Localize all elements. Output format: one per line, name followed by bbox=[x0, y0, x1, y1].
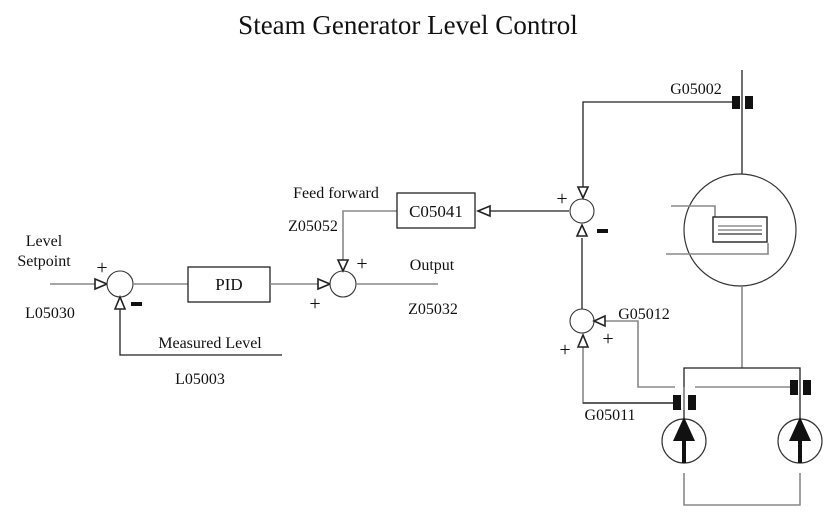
feed-flow-tag-2: G05012 bbox=[618, 306, 670, 323]
sg-inlet-line bbox=[671, 205, 716, 218]
output-tag: Z05032 bbox=[408, 301, 458, 318]
sum-junction-2 bbox=[329, 270, 357, 298]
sum-junction-4 bbox=[569, 308, 595, 334]
steam-flowmeter-icon-b bbox=[745, 96, 753, 109]
pump-suction-loop bbox=[683, 473, 801, 506]
steam-flow-line bbox=[582, 101, 733, 187]
steam-arrow-icon bbox=[576, 186, 590, 200]
level-setpoint-label-1: Level bbox=[26, 233, 63, 250]
feed2-flowmeter-icon bbox=[790, 380, 798, 395]
level-setpoint-label-2: Setpoint bbox=[17, 253, 71, 270]
pump-1-arrow-icon bbox=[673, 417, 695, 441]
feed1-arrow-icon bbox=[576, 332, 590, 348]
ff-arrow-icon bbox=[336, 259, 350, 273]
feed-forward-line bbox=[342, 210, 397, 260]
feed2-flowmeter-icon-b bbox=[803, 380, 811, 395]
sum3-plus-sign: + bbox=[556, 188, 567, 210]
sum2-plus-pid-sign: + bbox=[309, 293, 320, 315]
sum3-minus-sign bbox=[597, 229, 608, 233]
feed-flow-tag-1: G05011 bbox=[585, 407, 636, 424]
output-label: Output bbox=[410, 257, 455, 274]
sum1-plus-sign: + bbox=[96, 257, 107, 279]
ff-block bbox=[396, 192, 476, 229]
pid-block bbox=[187, 266, 271, 303]
feed1-flowmeter-icon bbox=[673, 395, 681, 410]
sum2-plus-ff-sign: + bbox=[356, 253, 367, 275]
setpoint-tag: L05030 bbox=[25, 305, 75, 322]
feed-total-arrow-icon bbox=[575, 223, 589, 237]
ff-input-arrow-icon bbox=[475, 204, 491, 218]
feed2-arrow-icon bbox=[592, 314, 606, 328]
pump-2-arrow-icon bbox=[789, 417, 811, 441]
sum4-plus-feed1-sign: + bbox=[559, 339, 570, 361]
feed-forward-label: Feed forward bbox=[293, 185, 379, 202]
sum4-plus-feed2-sign: + bbox=[602, 328, 613, 350]
measured-tag: L05003 bbox=[175, 371, 225, 388]
measured-level-label: Measured Level bbox=[158, 335, 262, 352]
sum1-minus-sign bbox=[131, 302, 142, 306]
sum-junction-1 bbox=[106, 270, 134, 298]
feed-flow-1-line bbox=[582, 347, 675, 404]
diagram-title: Steam Generator Level Control bbox=[238, 10, 578, 40]
feed-forward-tag: Z05052 bbox=[288, 218, 338, 235]
ff-block-label: C05041 bbox=[409, 202, 463, 221]
pid-arrow-icon bbox=[317, 277, 333, 291]
steam-flow-tag: G05002 bbox=[670, 81, 722, 98]
measured-level-line bbox=[119, 309, 282, 356]
pid-label: PID bbox=[215, 275, 242, 294]
sum-junction-3 bbox=[569, 198, 595, 224]
sg-outlet-line bbox=[666, 243, 769, 255]
setpoint-arrow-icon bbox=[94, 277, 110, 291]
feed-flow-2-line bbox=[605, 320, 675, 388]
measured-arrow-icon bbox=[113, 294, 127, 310]
feed1-flowmeter-icon-b bbox=[688, 395, 696, 410]
steam-flowmeter-icon bbox=[732, 96, 740, 109]
